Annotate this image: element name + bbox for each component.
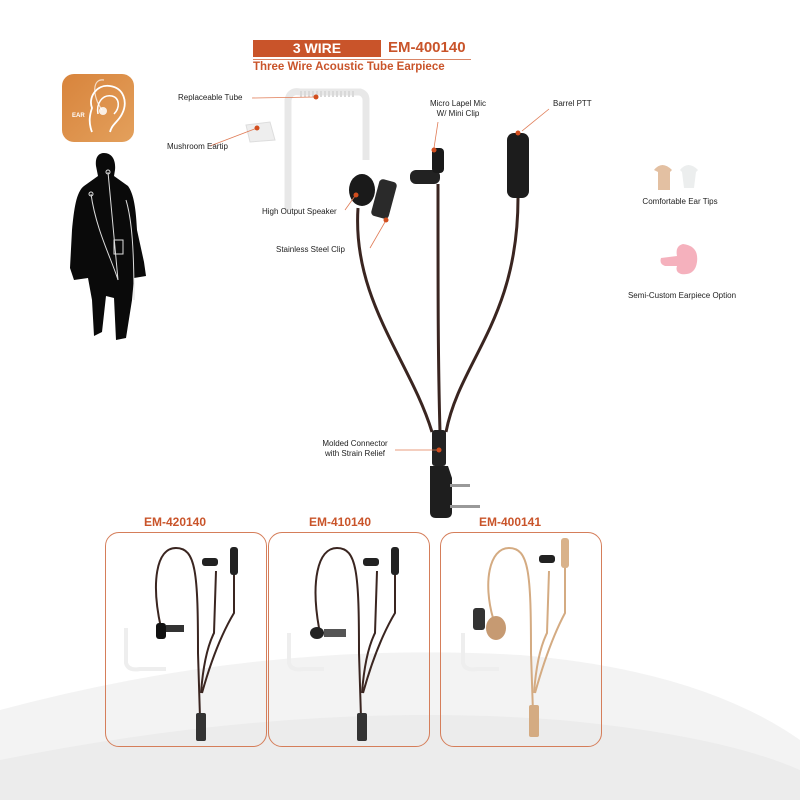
variant-earpiece-image-2	[287, 546, 399, 741]
callout-micro-lapel-line2: W/ Mini Clip	[436, 109, 480, 118]
ear-icon	[88, 79, 126, 133]
semi-custom-earpiece-icon	[660, 244, 698, 275]
callout-molded-connector: Molded Connector with Strain Relief	[315, 439, 395, 459]
ear-tips-icon	[654, 165, 698, 190]
variant-card-em-400141[interactable]	[440, 532, 602, 747]
person-silhouette-icon	[70, 153, 146, 340]
product-model: EM-400140	[388, 39, 466, 56]
variant-title-3: EM-400141	[478, 515, 542, 529]
callout-high-output-speaker: High Output Speaker	[262, 207, 337, 216]
wire-count-badge: 3 WIRE	[253, 40, 381, 57]
callout-mushroom-eartip: Mushroom Eartip	[167, 142, 228, 151]
product-subtitle: Three Wire Acoustic Tube Earpiece	[253, 61, 445, 73]
callout-micro-lapel-line1: Micro Lapel Mic	[429, 99, 486, 108]
variant-title-2: EM-410140	[308, 515, 372, 529]
accessory-ear-tips-label: Comfortable Ear Tips	[642, 197, 718, 206]
variant-card-em-410140[interactable]	[268, 532, 430, 747]
variant-earpiece-image-3	[461, 538, 569, 737]
ear-badge	[62, 74, 134, 142]
callout-molded-connector-line1: Molded Connector	[322, 439, 388, 448]
ear-label: EAR	[72, 113, 85, 119]
callout-barrel-ptt: Barrel PTT	[553, 99, 592, 108]
callout-molded-connector-line2: with Strain Relief	[324, 449, 386, 458]
variant-earpiece-image-1	[124, 546, 238, 741]
accessory-semi-custom-label: Semi-Custom Earpiece Option	[627, 291, 737, 300]
header-divider	[253, 59, 471, 60]
callout-micro-lapel-mic: Micro Lapel Mic W/ Mini Clip	[418, 99, 498, 119]
callout-replaceable-tube: Replaceable Tube	[178, 93, 243, 102]
variant-title-1: EM-420140	[143, 515, 207, 529]
callout-stainless-steel-clip: Stainless Steel Clip	[276, 245, 345, 254]
variant-card-em-420140[interactable]	[105, 532, 267, 747]
